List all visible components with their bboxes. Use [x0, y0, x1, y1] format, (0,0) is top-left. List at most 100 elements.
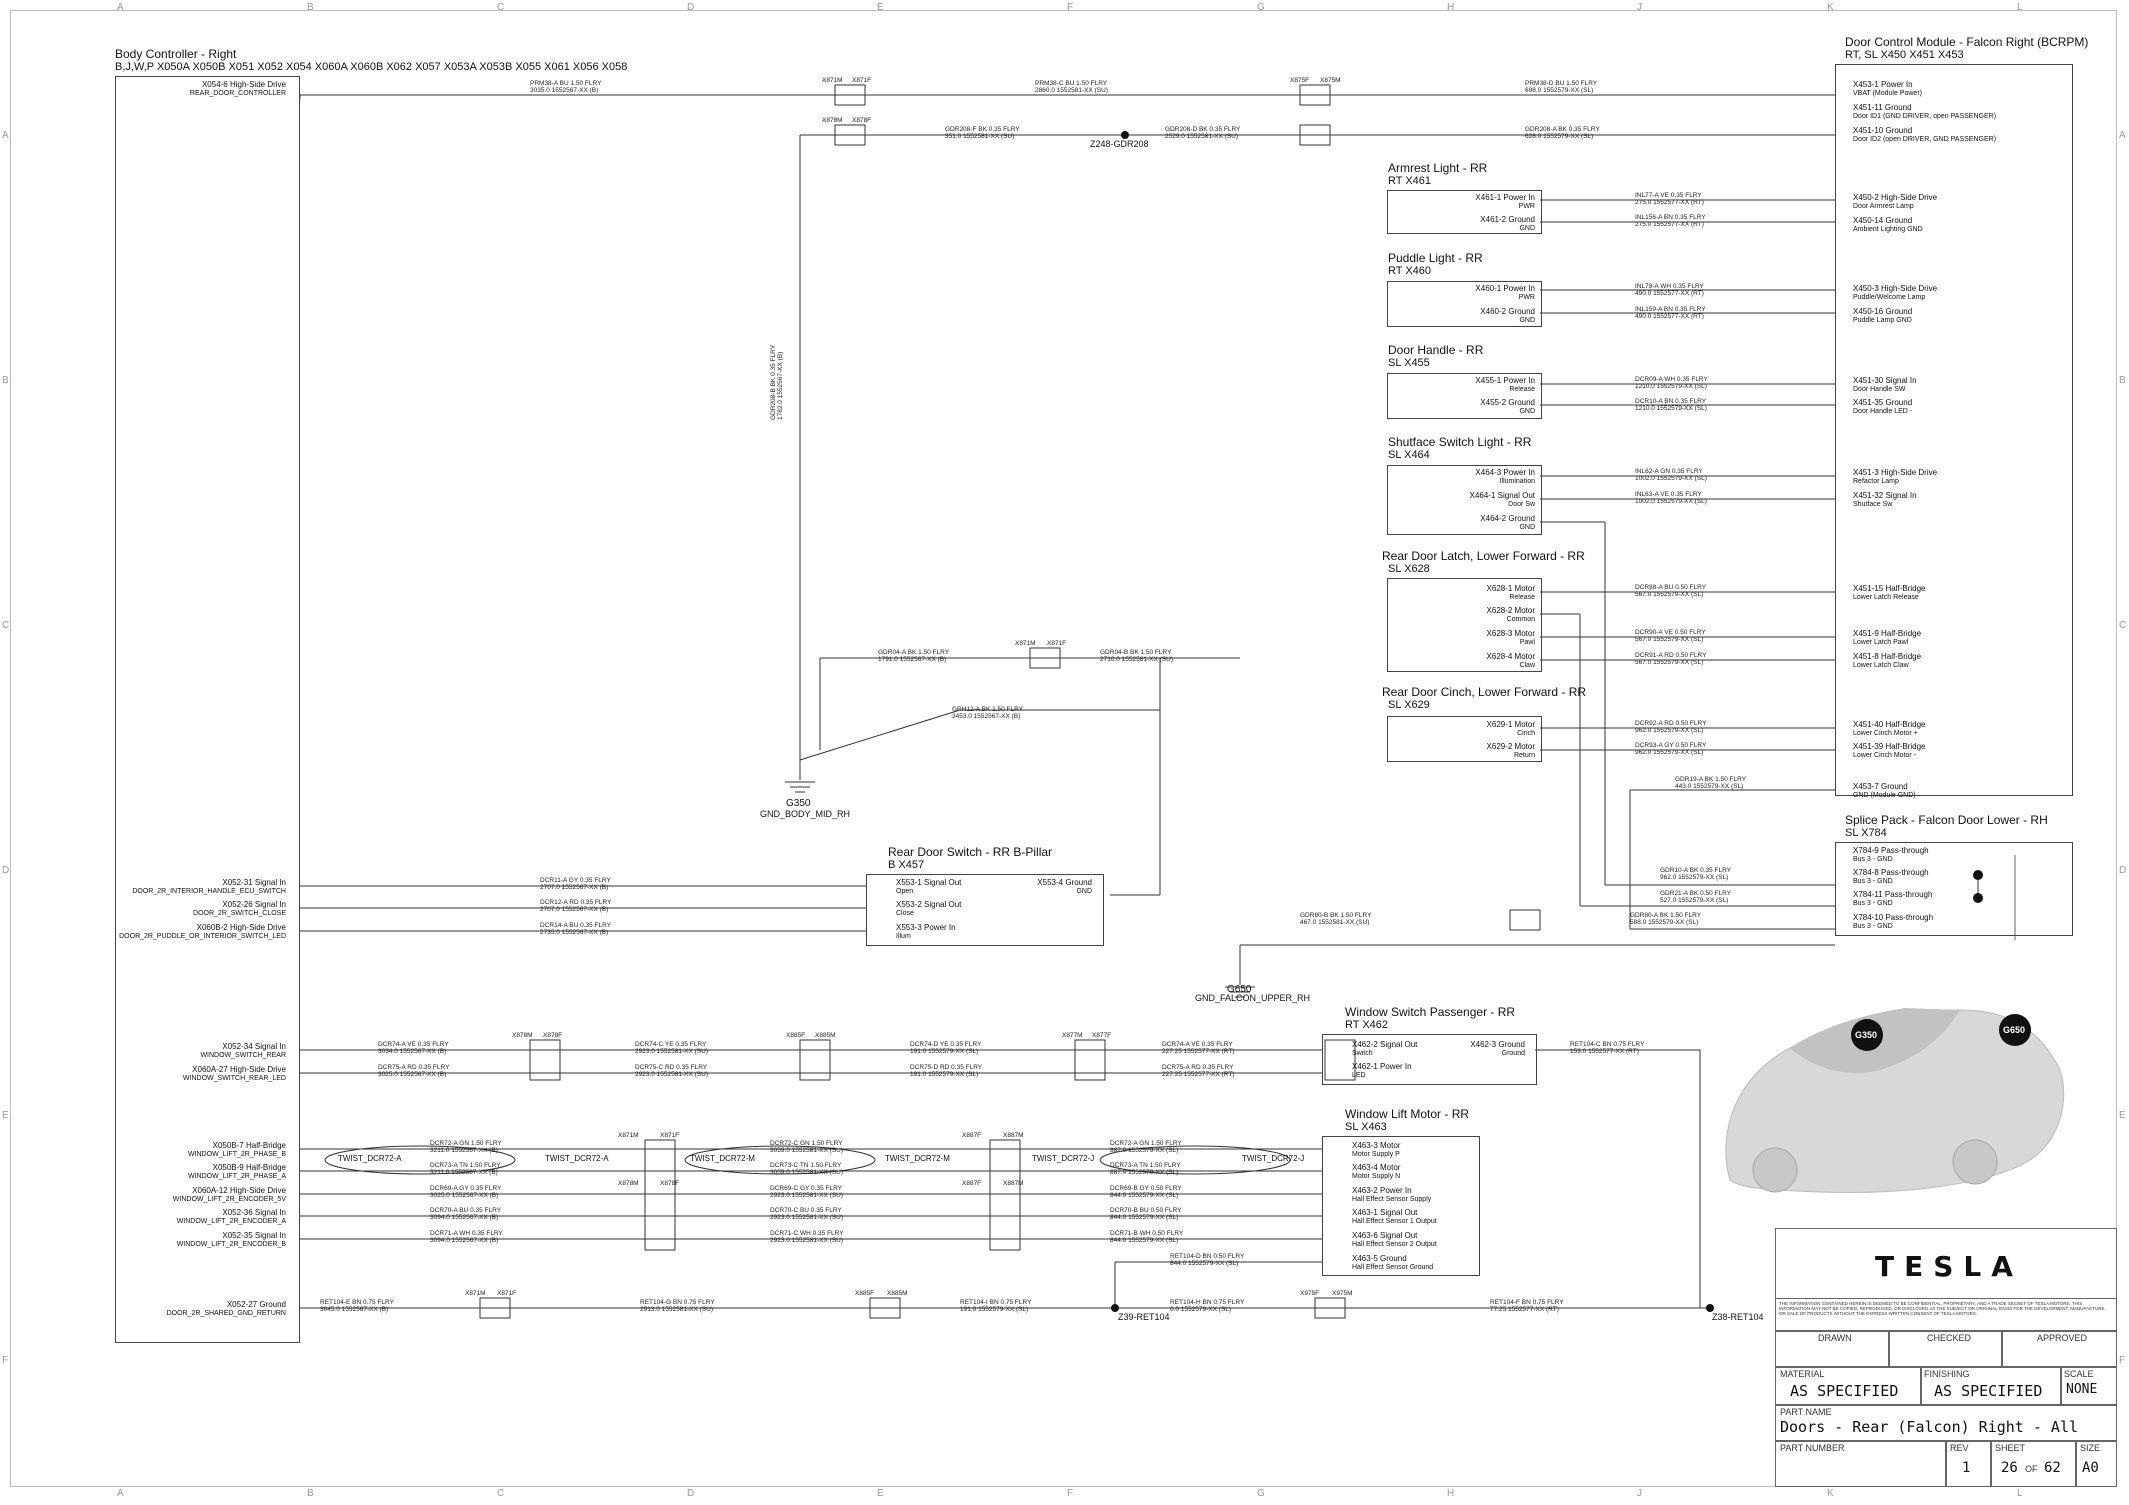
checked-cell	[1888, 1330, 2003, 1368]
rear-door-latch-box	[1387, 578, 1542, 672]
car-body	[1725, 1008, 2065, 1194]
zone-bottom-j: J	[1637, 1488, 1642, 1499]
body-controller-title: Body Controller - Right	[115, 47, 237, 61]
dcm-box	[1835, 64, 2073, 796]
inline-conn-label: X871F	[497, 1290, 517, 1297]
material-label: MATERIAL	[1780, 1369, 1825, 1379]
handle-conn: SL X455	[1388, 357, 1430, 369]
shutface-switch-box	[1387, 465, 1542, 535]
disclaimer-text: THE INFORMATION CONTAINED HEREIN IS DEEM…	[1779, 1301, 2106, 1316]
inline-conn-label: X878F	[852, 117, 872, 124]
splice-pack-title: Splice Pack - Falcon Door Lower - RH	[1845, 813, 2048, 827]
car-label-g650: G650	[2003, 1025, 2026, 1035]
door-switch-conn: B X457	[888, 859, 925, 871]
twist-label-a1: TWIST_DCR72-A	[338, 1154, 402, 1163]
body-controller-box	[115, 76, 300, 1343]
scale-label: SCALE	[2064, 1369, 2094, 1379]
zone-bottom-h: H	[1447, 1488, 1455, 1499]
inline-conn-label: X871M	[465, 1290, 486, 1297]
window-motor-title: Window Lift Motor - RR	[1345, 1107, 1470, 1121]
part-number-label: PART NUMBER	[1780, 1443, 1845, 1453]
finishing-label: FINISHING	[1924, 1369, 1970, 1379]
zone-left-b: B	[2, 375, 9, 386]
door-switch-title: Rear Door Switch - RR B-Pillar	[888, 845, 1053, 859]
inline-conn-label: X885M	[887, 1290, 908, 1297]
window-motor-conn: SL X463	[1345, 1121, 1387, 1133]
zone-top-a: A	[117, 2, 124, 13]
window-switch-box	[1322, 1034, 1537, 1085]
title-block-disclaimer-row	[1775, 1298, 2117, 1332]
drawn-label: DRAWN	[1818, 1333, 1852, 1343]
twist-label-m1: TWIST_DCR72-M	[690, 1154, 755, 1163]
zone-right-d: D	[2119, 865, 2127, 876]
rear-door-cinch-box	[1387, 716, 1542, 762]
puddle-title: Puddle Light - RR	[1388, 251, 1483, 265]
splice-pack-conn: SL X784	[1845, 827, 1887, 839]
zone-bottom-g: G	[1257, 1488, 1265, 1499]
splice-z39: Z39-RET104	[1118, 1312, 1170, 1322]
rev-label: REV	[1950, 1443, 1969, 1453]
drawn-cell	[1775, 1330, 1890, 1368]
door-handle-box	[1387, 373, 1542, 419]
inline-conn-label: X877M	[1062, 1032, 1083, 1039]
zone-bottom-d: D	[687, 1488, 695, 1499]
zone-bottom-a: A	[117, 1488, 124, 1499]
scale-cell	[2060, 1366, 2117, 1406]
car-label-g350: G350	[1855, 1030, 1878, 1040]
inline-conn-label: X871F	[1047, 640, 1067, 647]
finishing-value: AS SPECIFIED	[1934, 1382, 2043, 1400]
inline-conn-label: X975F	[1300, 1290, 1320, 1297]
rear-door-switch-box	[866, 874, 1104, 946]
rev-cell	[1945, 1440, 1992, 1487]
cinch-conn: SL X629	[1388, 699, 1430, 711]
size-label: SIZE	[2080, 1443, 2101, 1453]
zone-top-k: K	[1827, 2, 1834, 13]
window-lift-motor-box	[1322, 1136, 1480, 1276]
body-controller-connectors: B,J,W,P X050A X050B X051 X052 X054 X060A…	[115, 61, 628, 73]
